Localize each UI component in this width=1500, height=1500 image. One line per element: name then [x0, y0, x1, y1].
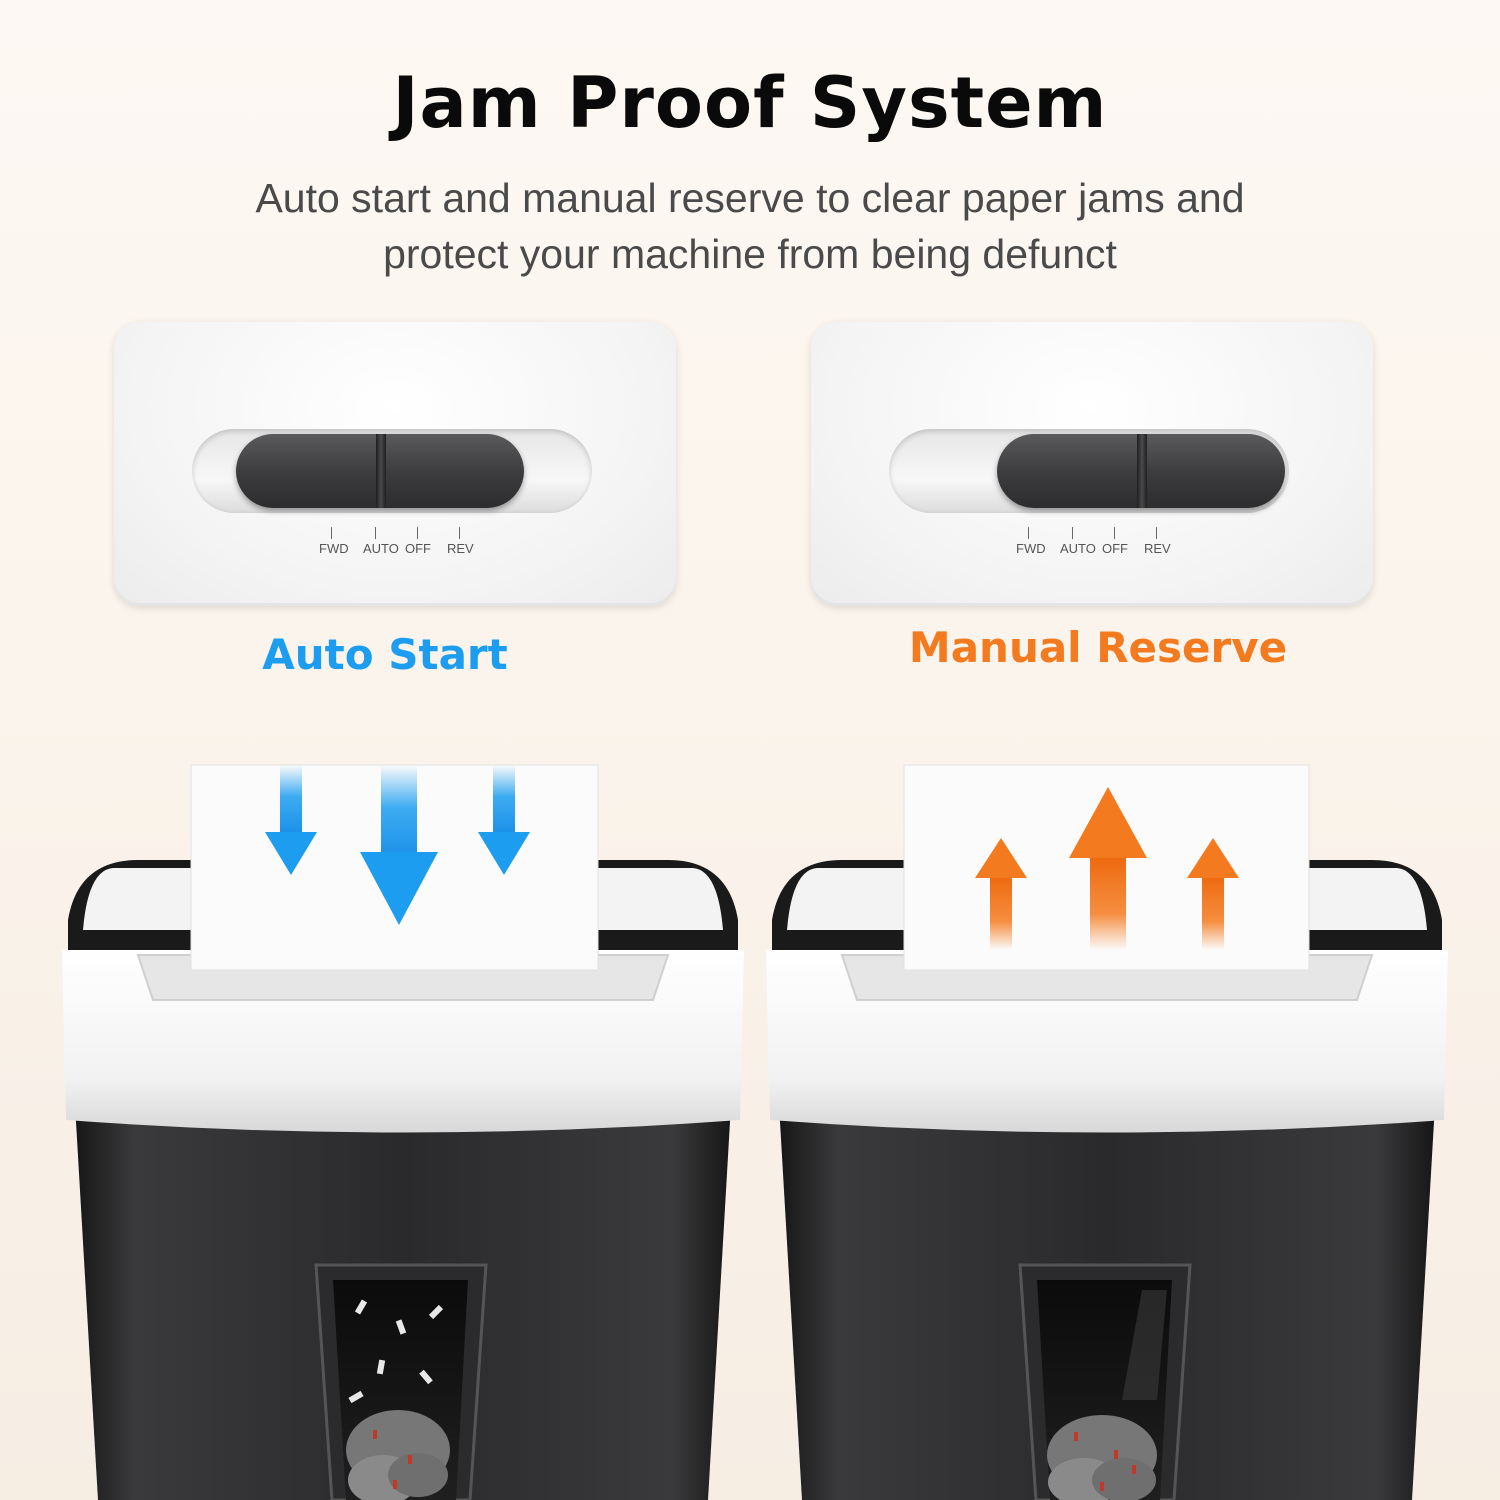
- subtitle-line-2: protect your machine from being defunct: [383, 231, 1117, 277]
- shredder-graphic: [766, 764, 1448, 1500]
- shredder-illustration-auto: [58, 760, 748, 1500]
- mode-switch-knob[interactable]: [997, 434, 1285, 508]
- position-label-off: OFF: [1102, 527, 1128, 556]
- page-subtitle: Auto start and manual reserve to clear p…: [150, 170, 1350, 282]
- position-label-off: OFF: [405, 527, 431, 556]
- up-arrow-icon: [975, 787, 1239, 950]
- switch-position-labels: FWD AUTO OFF REV: [319, 527, 489, 557]
- position-label-auto: AUTO: [363, 527, 399, 556]
- position-label-fwd: FWD: [1016, 527, 1046, 556]
- down-arrow-icon: [265, 765, 530, 925]
- mode-switch-knob[interactable]: [236, 434, 524, 508]
- position-label-rev: REV: [447, 527, 474, 556]
- switch-track: [192, 429, 592, 513]
- switch-knob-divider: [1137, 434, 1147, 508]
- position-label-fwd: FWD: [319, 527, 349, 556]
- switch-knob-divider: [376, 434, 386, 508]
- position-label-rev: REV: [1144, 527, 1171, 556]
- switch-position-labels: FWD AUTO OFF REV: [1016, 527, 1186, 557]
- mode-label-auto-start: Auto Start: [262, 630, 508, 679]
- page-title: Jam Proof System: [392, 62, 1108, 144]
- position-label-auto: AUTO: [1060, 527, 1096, 556]
- subtitle-line-1: Auto start and manual reserve to clear p…: [255, 175, 1245, 221]
- shredder-graphic: [62, 764, 744, 1500]
- control-panel-manual: FWD AUTO OFF REV: [811, 322, 1373, 606]
- shredder-illustration-manual: [762, 760, 1452, 1500]
- mode-label-manual-reserve: Manual Reserve: [908, 623, 1288, 672]
- control-panel-auto: FWD AUTO OFF REV: [114, 322, 676, 606]
- switch-track: [889, 429, 1289, 513]
